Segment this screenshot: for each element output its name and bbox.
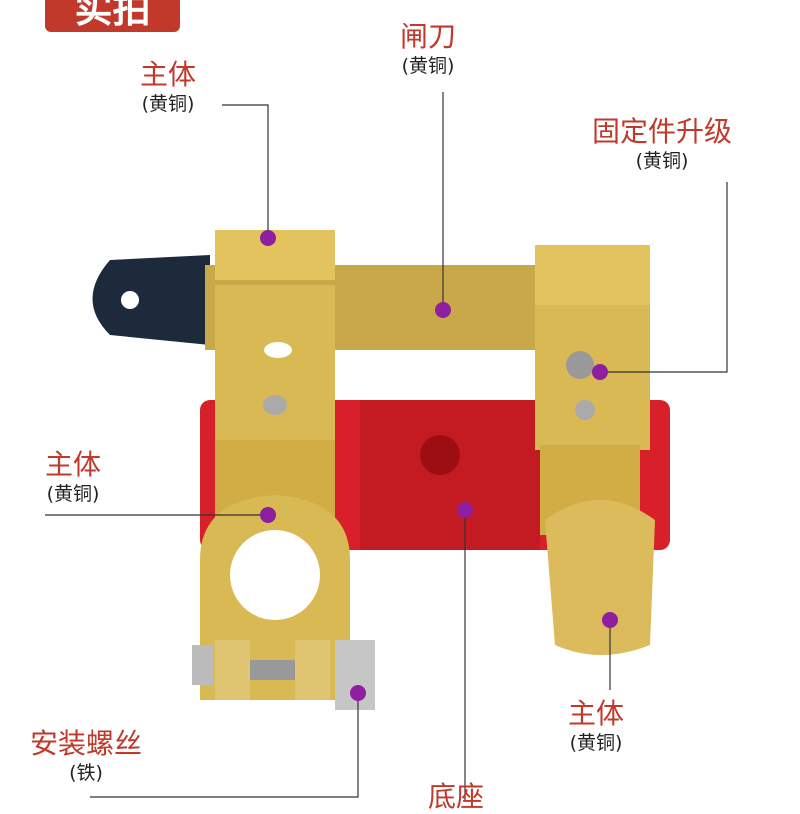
black-handle	[92, 255, 210, 345]
label-sub: (黄铜)	[46, 483, 100, 505]
marker-dots	[260, 230, 618, 701]
label-main-body-left: 主体 (黄铜)	[45, 448, 101, 506]
label-title: 安装螺丝	[30, 727, 143, 760]
label-main-body-right: 主体 (黄铜)	[568, 697, 624, 755]
label-title: 闸刀	[400, 20, 457, 53]
right-terminal	[545, 500, 655, 655]
label-sub: (黄铜)	[401, 55, 455, 77]
label-sub: (黄铜)	[569, 732, 623, 754]
leader-lines	[45, 92, 728, 800]
label-title: 固定件升级	[592, 115, 733, 148]
label-title: 底座	[428, 780, 485, 813]
label-sub: (黄铜)	[141, 93, 195, 115]
label-sub: (铁)	[69, 762, 103, 784]
label-title: 主体	[140, 58, 197, 91]
label-base: 底座	[428, 780, 484, 814]
label-title: 主体	[45, 448, 102, 481]
label-sub: (黄铜)	[635, 150, 689, 172]
label-mounting-screw: 安装螺丝 (铁)	[30, 727, 142, 785]
label-title: 主体	[568, 697, 625, 730]
label-knife-switch: 闸刀 (黄铜)	[400, 20, 456, 78]
label-fixing-upgrade: 固定件升级 (黄铜)	[592, 115, 732, 173]
real-shot-badge: 实拍	[45, 0, 180, 32]
label-main-body-top: 主体 (黄铜)	[140, 58, 196, 116]
